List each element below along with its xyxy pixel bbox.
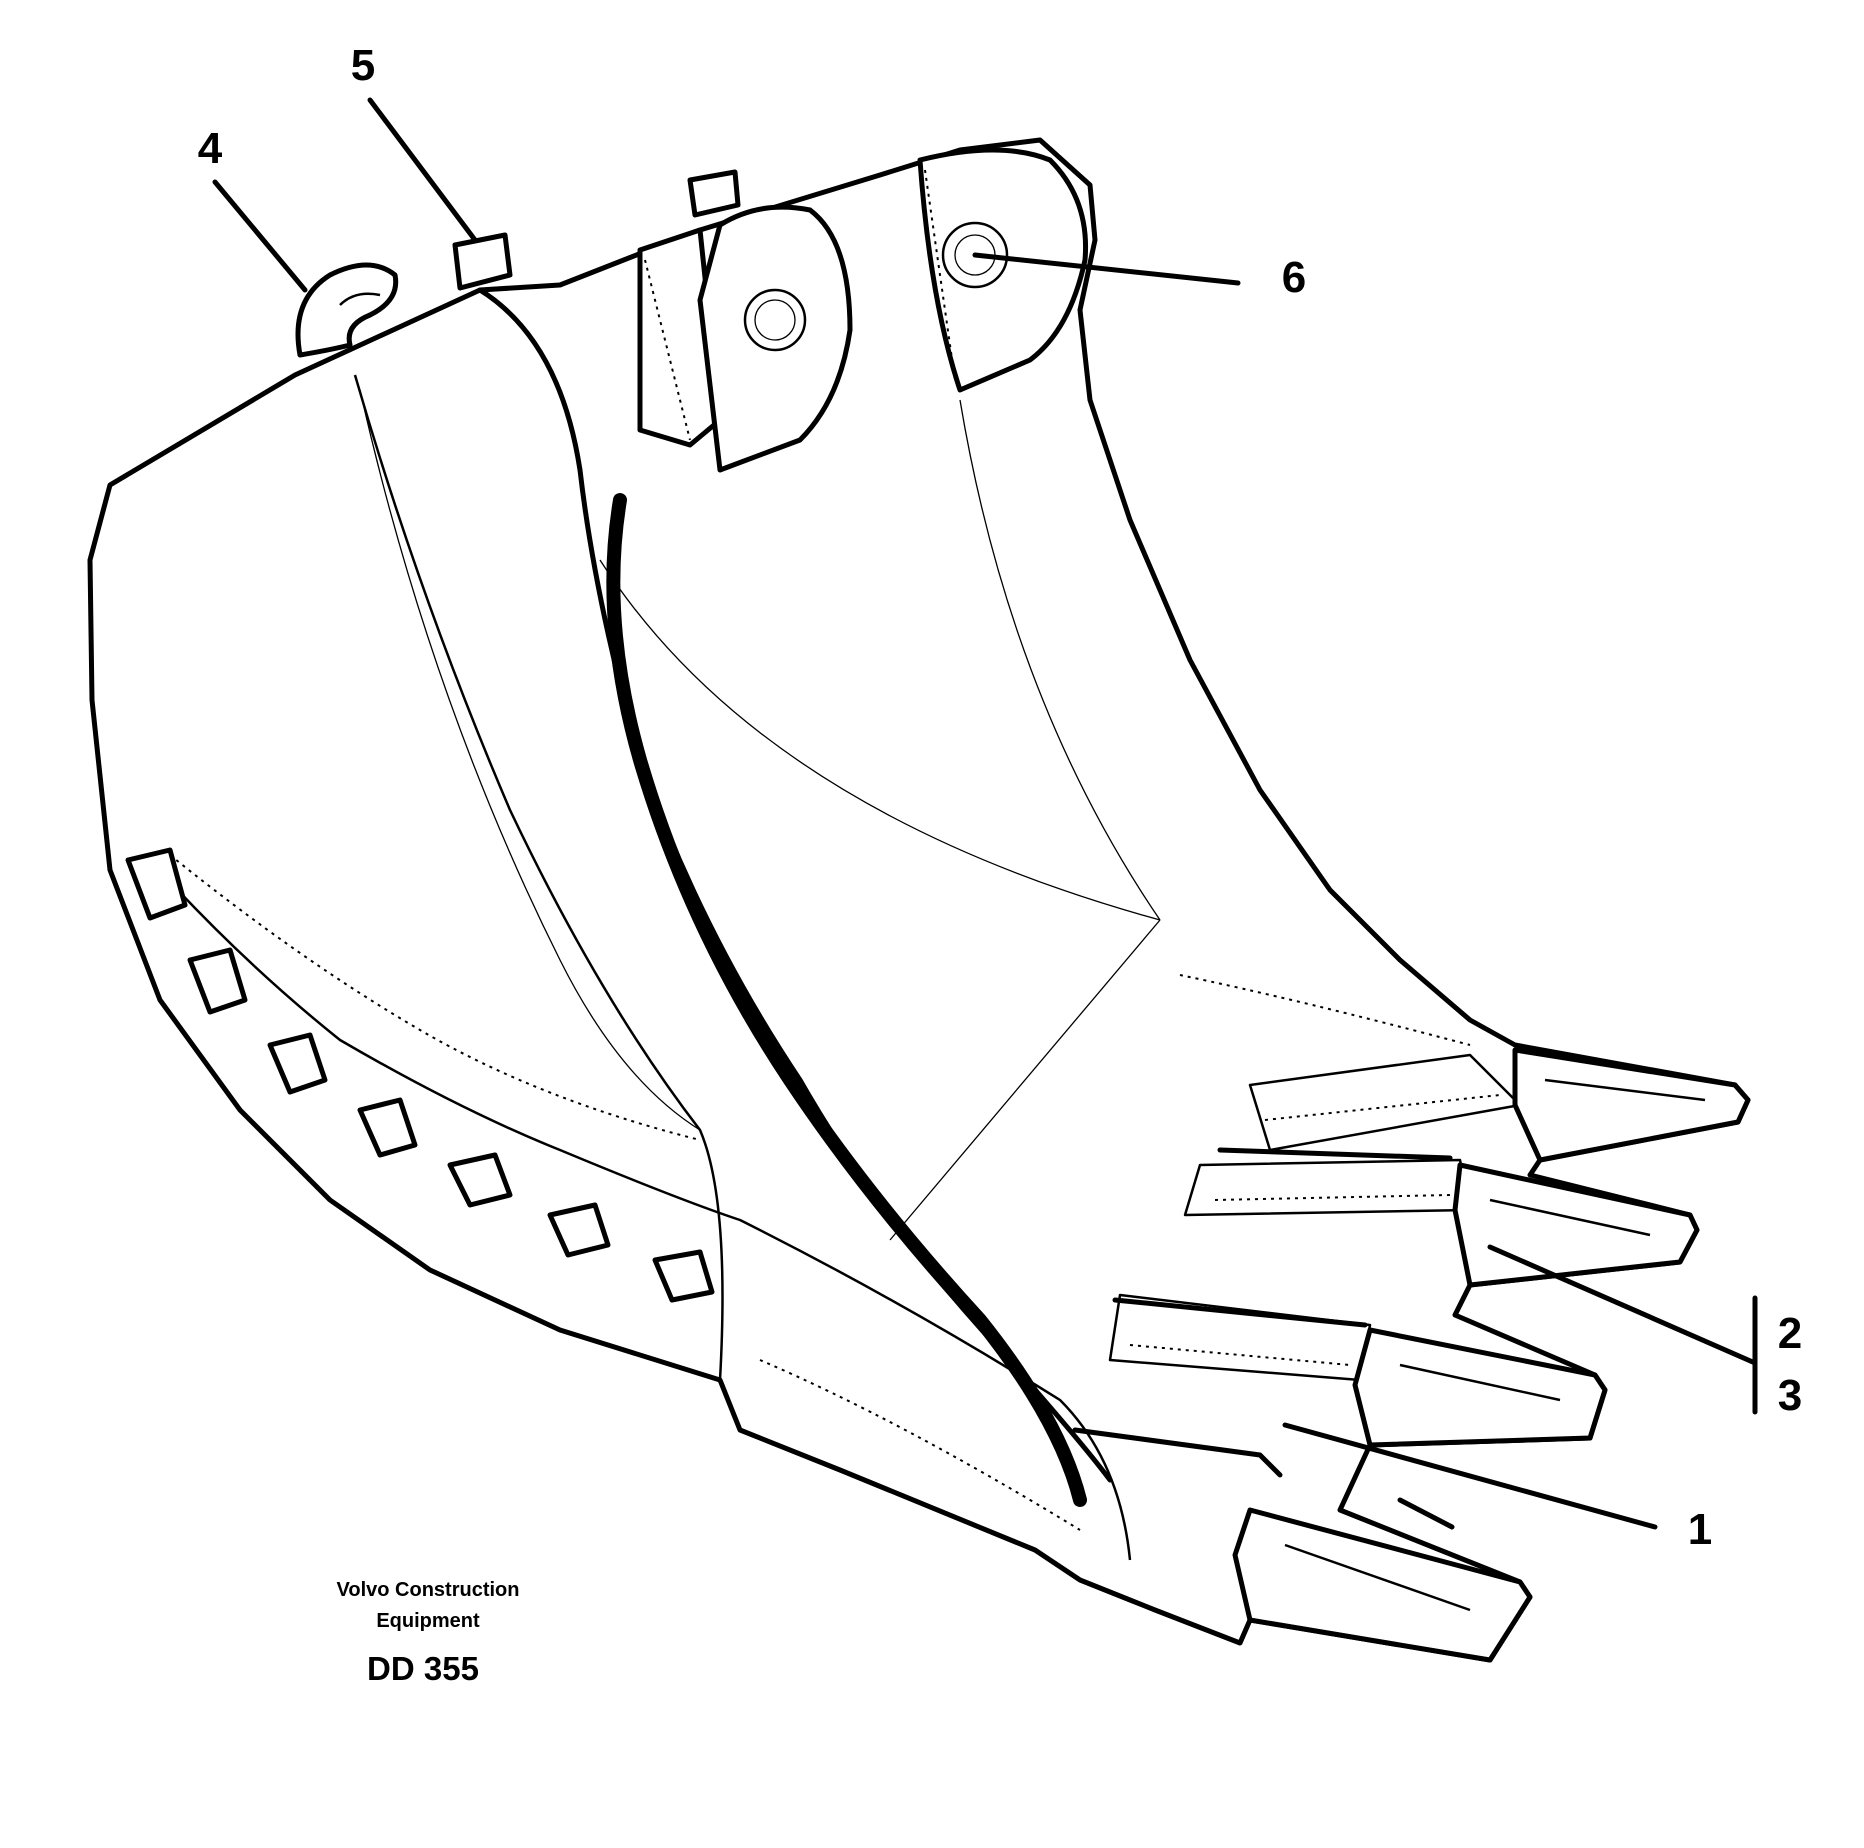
bucket-teeth <box>1232 1047 1751 1663</box>
side-plate-inner-curve <box>606 493 1087 1507</box>
leader-1b <box>1397 1497 1455 1530</box>
floor-line-3 <box>959 399 1161 921</box>
tooth-2 <box>1452 1162 1700 1288</box>
tooth-4 <box>1232 1507 1533 1663</box>
callout-2: 2 <box>1778 1309 1802 1358</box>
lug-front <box>452 232 513 291</box>
leader-lines <box>212 97 1758 1530</box>
callout-6: 6 <box>1282 253 1306 302</box>
tooth-1 <box>1512 1047 1751 1163</box>
excavator-bucket-drawing <box>87 137 1751 1663</box>
floor-line-4 <box>359 389 701 1131</box>
callout-4: 4 <box>198 124 223 173</box>
front-side-plate <box>353 374 724 1381</box>
wear-strips <box>125 847 715 1303</box>
leader-5 <box>367 97 478 243</box>
lifting-hook <box>295 262 399 358</box>
manufacturer-line-1: Volvo Construction <box>337 1579 520 1601</box>
leader-4 <box>212 179 308 293</box>
callout-3: 3 <box>1778 1371 1802 1420</box>
footer: Volvo Construction Equipment DD 355 <box>337 1579 520 1687</box>
bushing-front <box>743 288 807 352</box>
leader-6 <box>972 252 1241 286</box>
floor-line-2 <box>889 919 1161 1241</box>
mounting-bracket <box>637 147 1089 473</box>
drawing-code: DD 355 <box>367 1650 479 1687</box>
leader-1 <box>1282 1422 1658 1530</box>
tooth-3 <box>1352 1327 1608 1448</box>
bottom-weld <box>169 854 701 1141</box>
bottom-plate-edge <box>149 859 1132 1561</box>
bushing-rear <box>941 221 1009 289</box>
manufacturer-line-2: Equipment <box>376 1610 480 1632</box>
callout-5: 5 <box>351 41 375 90</box>
side-cutter-weld <box>759 1359 1081 1531</box>
callout-labels: 1 2 3 4 5 6 <box>198 41 1802 1554</box>
callout-1: 1 <box>1688 1505 1712 1554</box>
lug-rear <box>687 169 741 218</box>
floor-line-1 <box>599 559 1161 921</box>
leader-2-3 <box>1487 1244 1758 1366</box>
cutting-edge-weld <box>1179 974 1471 1046</box>
